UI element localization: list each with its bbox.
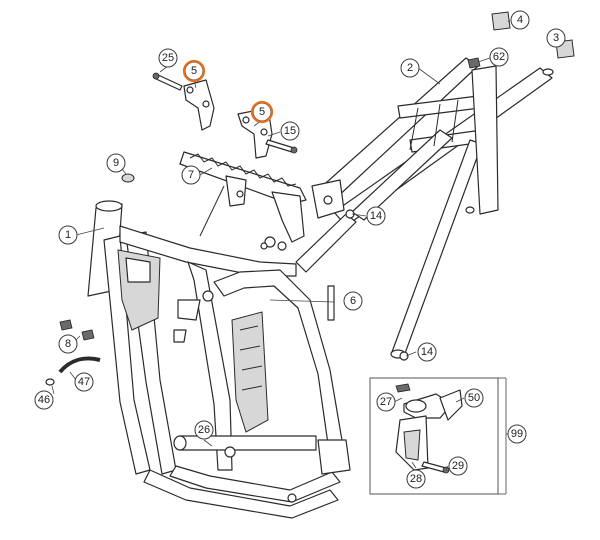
callout-28: 28 — [406, 469, 426, 489]
svg-text:50: 50 — [468, 392, 480, 404]
subframe — [295, 57, 554, 359]
callout-7: 7 — [181, 165, 201, 185]
svg-text:9: 9 — [113, 157, 119, 169]
callout-50: 50 — [464, 388, 484, 408]
callout-25: 25 — [158, 48, 178, 68]
svg-text:14: 14 — [421, 346, 433, 358]
svg-text:99: 99 — [511, 428, 523, 440]
callout-15: 15 — [280, 121, 300, 141]
engine-mount-plates — [152, 72, 298, 159]
callout-14a: 14 — [366, 206, 386, 226]
svg-text:47: 47 — [78, 376, 90, 388]
svg-text:14: 14 — [370, 210, 382, 222]
skid-bracket — [179, 151, 307, 243]
svg-text:15: 15 — [284, 125, 296, 137]
svg-text:3: 3 — [553, 32, 559, 44]
svg-text:8: 8 — [65, 338, 71, 350]
callout-5a: 5 — [182, 59, 206, 83]
svg-text:5: 5 — [259, 106, 265, 118]
callout-5b: 5 — [250, 100, 274, 124]
callout-6: 6 — [343, 291, 363, 311]
callout-9: 9 — [106, 153, 126, 173]
callout-4: 4 — [510, 10, 530, 30]
svg-text:26: 26 — [198, 424, 210, 436]
svg-text:5: 5 — [191, 65, 197, 77]
callout-14b: 14 — [417, 342, 437, 362]
small-hardware — [45, 11, 575, 386]
svg-text:7: 7 — [188, 169, 194, 181]
svg-text:29: 29 — [452, 460, 464, 472]
svg-text:1: 1 — [65, 229, 71, 241]
callout-62: 62 — [489, 47, 509, 67]
svg-text:25: 25 — [162, 52, 174, 64]
svg-text:4: 4 — [517, 14, 523, 26]
callout-2: 2 — [400, 58, 420, 78]
callout-46: 46 — [34, 390, 54, 410]
main-frame — [87, 200, 351, 519]
svg-text:46: 46 — [38, 394, 50, 406]
callout-26: 26 — [194, 420, 214, 440]
callout-99: 99 — [507, 424, 527, 444]
svg-text:27: 27 — [380, 396, 392, 408]
callout-27: 27 — [376, 392, 396, 412]
svg-text:2: 2 — [407, 62, 413, 74]
side-stand-inset — [369, 377, 499, 495]
callout-1: 1 — [58, 225, 78, 245]
callout-47: 47 — [74, 372, 94, 392]
svg-text:6: 6 — [350, 295, 356, 307]
callout-3: 3 — [546, 28, 566, 48]
callout-29: 29 — [448, 456, 468, 476]
svg-text:62: 62 — [493, 51, 505, 63]
svg-text:28: 28 — [410, 473, 422, 485]
callout-8: 8 — [58, 334, 78, 354]
